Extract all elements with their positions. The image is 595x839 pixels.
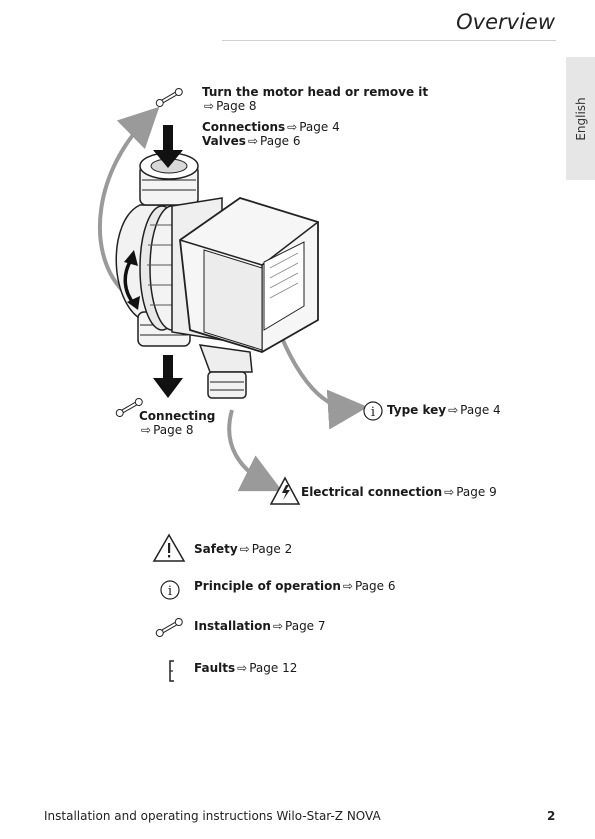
index-item-label: Faults: [194, 661, 235, 675]
index-item-page: Page 2: [252, 542, 293, 556]
callout-electrical-page: Page 9: [456, 485, 497, 499]
callout-motor-head-text: Turn the motor head or remove it: [202, 85, 428, 99]
page-arrow-icon: ⇨: [448, 403, 458, 417]
index-item-label: Installation: [194, 619, 271, 633]
wrench-icon: [155, 617, 184, 638]
fault-bracket-icon: [170, 661, 174, 681]
callout-valves[interactable]: Valves⇨Page 6: [202, 134, 301, 148]
page-arrow-icon: ⇨: [141, 423, 151, 437]
electrical-warning-icon: [271, 478, 299, 504]
callout-electrical-text: Electrical connection: [301, 485, 442, 499]
callout-type-key-page: Page 4: [460, 403, 501, 417]
index-item-label: Principle of operation: [194, 579, 341, 593]
svg-text:i: i: [168, 584, 172, 599]
index-item-installation[interactable]: Installation⇨Page 7: [194, 619, 326, 633]
page-arrow-icon: ⇨: [240, 542, 250, 556]
callout-motor-head-page: Page 8: [216, 99, 257, 113]
index-item-principle[interactable]: Principle of operation⇨Page 6: [194, 579, 395, 593]
index-item-page: Page 7: [285, 619, 326, 633]
page-arrow-icon: ⇨: [444, 485, 454, 499]
callout-type-key[interactable]: Type key⇨Page 4: [387, 403, 501, 417]
callout-type-key-text: Type key: [387, 403, 446, 417]
footer-doc-title: Installation and operating instructions …: [44, 809, 381, 823]
wrench-icon: [155, 87, 184, 108]
index-item-label: Safety: [194, 542, 238, 556]
info-icon: i: [364, 402, 382, 420]
callout-electrical[interactable]: Electrical connection⇨Page 9: [301, 485, 497, 499]
footer-page-number: 2: [547, 809, 555, 823]
page-arrow-icon: ⇨: [343, 579, 353, 593]
callout-connections-text: Connections: [202, 120, 285, 134]
callout-connecting-page: Page 8: [153, 423, 194, 437]
index-item-page: Page 12: [249, 661, 297, 675]
index-item-faults[interactable]: Faults⇨Page 12: [194, 661, 297, 675]
svg-text:i: i: [371, 405, 375, 420]
page-arrow-icon: ⇨: [237, 661, 247, 675]
warning-triangle-icon: [154, 535, 184, 561]
callout-connecting-text: Connecting: [139, 409, 215, 423]
callout-motor-head[interactable]: Turn the motor head or remove it ⇨Page 8: [202, 85, 428, 113]
callout-connections-page: Page 4: [299, 120, 340, 134]
index-item-page: Page 6: [355, 579, 396, 593]
page-arrow-icon: ⇨: [248, 134, 258, 148]
page-arrow-icon: ⇨: [204, 99, 214, 113]
page-arrow-icon: ⇨: [287, 120, 297, 134]
callout-connections[interactable]: Connections⇨Page 4: [202, 120, 340, 134]
page-arrow-icon: ⇨: [273, 619, 283, 633]
callout-valves-text: Valves: [202, 134, 246, 148]
callout-connecting[interactable]: Connecting ⇨Page 8: [139, 409, 215, 437]
info-icon: i: [161, 581, 179, 599]
callout-valves-page: Page 6: [260, 134, 301, 148]
index-item-safety[interactable]: Safety⇨Page 2: [194, 542, 292, 556]
